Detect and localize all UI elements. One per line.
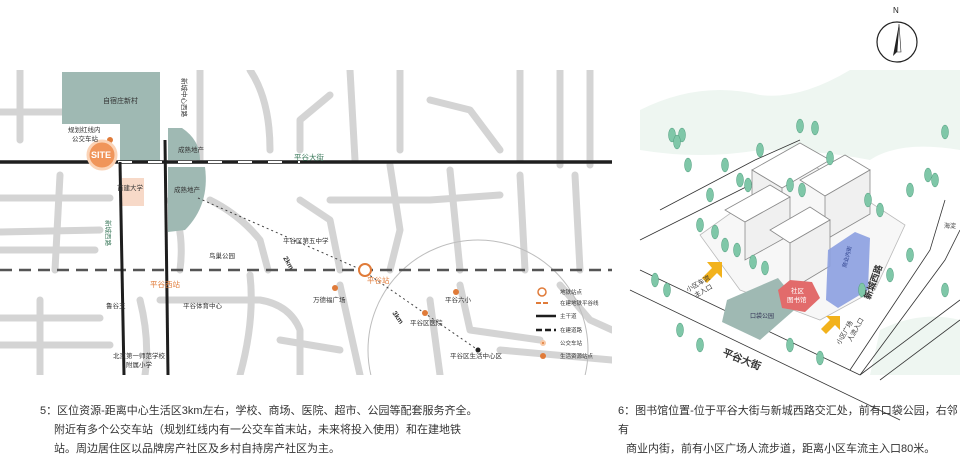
right-bg-shapes — [640, 70, 960, 375]
vertical-road-site — [118, 161, 126, 375]
label-university: 首建大学 — [117, 183, 144, 192]
compass-needle — [893, 24, 899, 56]
label-site: SITE — [91, 150, 111, 160]
legend-ring-symbol — [537, 287, 547, 297]
label-bus-stop-line2: 公交车站 — [72, 134, 99, 143]
legend-label-4: 公交车站 — [560, 339, 583, 347]
residential-block — [62, 72, 160, 124]
label-library-line2: 图书馆 — [787, 295, 807, 304]
label-center: 平谷区生活中心区 — [450, 351, 503, 360]
wanda-dot — [332, 285, 338, 291]
legend-label-0: 地铁站点 — [560, 288, 583, 296]
north-compass: N — [876, 6, 918, 63]
label-school5: 平谷区第五中学 — [283, 236, 329, 245]
label-park: 鸟巢公园 — [209, 251, 235, 260]
legend-resource-symbol — [540, 353, 546, 359]
label-bus-stop-line1: 规划红线内 — [68, 125, 101, 134]
label-station-pinggu: 平谷站 — [367, 275, 390, 285]
buildings — [724, 142, 871, 291]
chengshu-block-1 — [168, 128, 200, 160]
label-sports: 平谷体育中心 — [183, 301, 223, 310]
library — [778, 280, 820, 312]
label-bus-stop: 规划红线内 公交车站 — [68, 125, 102, 143]
chengshu-block-2 — [168, 167, 206, 232]
label-street-main: 平谷大街 — [294, 152, 324, 162]
caption-left: 5：区位资源-距离中心生活区3km左右，学校、商场、医院、超市、公园等配套服务齐… — [40, 402, 600, 459]
distance-line-3km — [361, 269, 479, 351]
caption-right-line-2: 商业内街，前有小区广场人流步道，距离小区车流主入口80米。 — [626, 443, 936, 455]
label-residential: 自宿庄新村 — [103, 96, 138, 105]
background-roads — [0, 70, 612, 375]
label-library: 社区 图书馆 — [787, 286, 807, 304]
label-chengshu-2: 成熟地产 — [174, 185, 201, 194]
vertical-road-mid — [163, 139, 170, 375]
residential-block-tail — [120, 124, 160, 162]
label-chengshu-1: 成熟地产 — [178, 145, 205, 154]
legend-bus-symbol — [540, 340, 546, 346]
label-street-right: 平谷大街 — [721, 346, 763, 373]
hospital-dot — [422, 310, 428, 316]
label-library-line1: 社区 — [791, 286, 805, 295]
metro-station-ring — [358, 263, 372, 277]
legend-label-2: 主干道 — [560, 312, 577, 320]
label-xinmin-north: 新城中心西路 — [180, 78, 189, 118]
north-label: N — [893, 6, 899, 15]
label-school6: 平谷六小 — [445, 295, 472, 304]
car-entry-arrow — [702, 262, 722, 283]
school6-dot — [453, 289, 459, 295]
trees — [651, 118, 949, 366]
legend-label-5: 生活资源站点 — [560, 352, 594, 360]
label-wanda: 万德福广场 — [313, 295, 346, 304]
right-map: N 商业内街 口袋公园 — [629, 6, 960, 421]
label-side-right: 海淀 — [944, 222, 956, 230]
caption-right: 6：图书馆位置-位于平谷大街与新城西路交汇处，前有口袋公园，右邻有 商业内街，前… — [618, 402, 958, 459]
label-primary-school: 北京第一师范学校 附属小学 — [113, 351, 167, 369]
left-map: 自宿庄新村 规划红线内 公交车站 SITE 新城中心西路 新城西路 成熟地产 成… — [0, 70, 612, 375]
radius-circle — [367, 239, 589, 375]
label-road-mid-west: 新城西路 — [104, 220, 113, 247]
caption-right-line-1: 6：图书馆位置-位于平谷大街与新城西路交汇处，前有口袋公园，右邻有 — [618, 405, 958, 436]
compass-needle-white — [896, 23, 902, 53]
caption-left-line-3: 站。周边居住区以品牌房产社区及乡村自持房产社区为主。 — [54, 443, 340, 455]
label-primary-line2: 附属小学 — [126, 360, 153, 369]
university-block — [122, 178, 144, 206]
legend-label-1: 在建地铁平谷线 — [560, 299, 599, 307]
ped-entry-arrow — [821, 316, 840, 334]
label-lugu: 鲁谷王 — [106, 301, 126, 310]
caption-left-line-1: 5：区位资源-距离中心生活区3km左右，学校、商场、医院、超市、公园等配套服务齐… — [40, 405, 478, 417]
label-hospital: 平谷区医院 — [410, 318, 443, 327]
site-marker — [86, 139, 118, 171]
legend-label-3: 在建道路 — [560, 326, 583, 334]
label-pocket-park: 口袋公园 — [750, 312, 774, 320]
label-station-west: 平谷西站 — [150, 279, 180, 289]
label-primary-line1: 北京第一师范学校 — [113, 351, 166, 360]
caption-left-line-2: 附近有多个公交车站（规划红线内有一公交车首末站，未来将投入使用）和在建地铁 — [54, 424, 461, 436]
center-dot — [475, 347, 481, 353]
